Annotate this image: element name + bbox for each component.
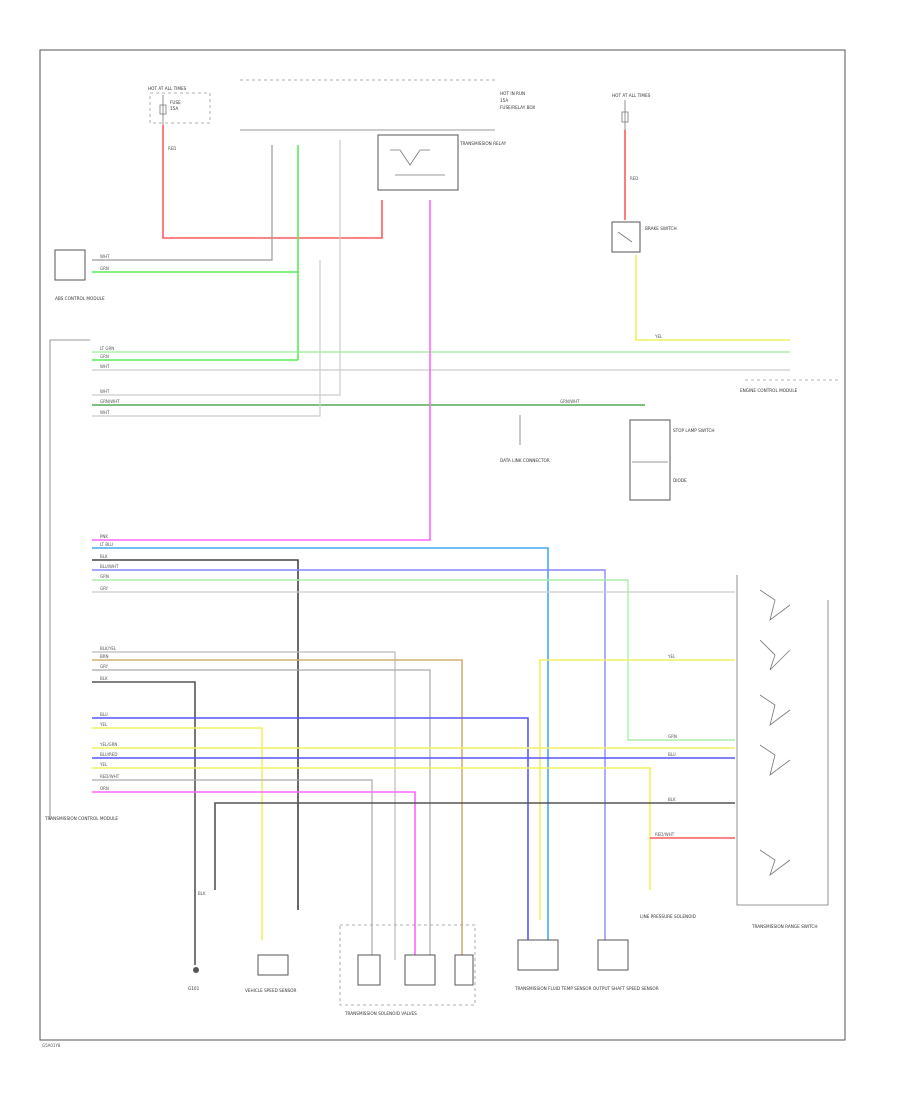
wire-yellow-brake	[635, 255, 790, 341]
wire-code-blured: BLU/RED	[100, 752, 117, 757]
output-speed-label: OUTPUT SHAFT SPEED SENSOR	[593, 986, 659, 991]
fuse-right-value: 15A	[500, 98, 508, 103]
wire-code-yel-3: YEL	[654, 334, 663, 339]
transmission-range-switch: TRANSMISSION RANGE SWITCH	[736, 575, 829, 929]
wire-code-bluwht: BLU/WHT	[100, 564, 119, 569]
wire-gray-5	[92, 779, 373, 960]
wire-blue-range	[92, 569, 606, 940]
hot-at-all-times-left-label: HOT AT ALL TIMES	[148, 86, 187, 91]
abs-module: ABS CONTROL MODULE	[54, 249, 105, 301]
wire-gray-4	[92, 260, 321, 417]
wire-code-blk-3: BLK	[668, 797, 676, 802]
footer-code: G5A01Y8	[42, 1043, 61, 1048]
wire-code-yel-2: YEL	[99, 762, 108, 767]
wire-blue-temp	[92, 717, 529, 940]
wire-code-yelgrn: YEL/GRN	[99, 742, 117, 747]
line-pressure-label: LINE PRESSURE SOLENOID	[640, 914, 696, 919]
fuse-block-right: HOT AT ALL TIMES BRAKE SWITCH	[611, 93, 677, 253]
line-pressure-solenoid: LINE PRESSURE SOLENOID	[640, 914, 696, 919]
output-shaft-sensor: OUTPUT SHAFT SPEED SENSOR	[593, 939, 659, 991]
abs-module-label: ABS CONTROL MODULE	[55, 296, 105, 301]
dlc-label: DATA LINK CONNECTOR	[500, 458, 550, 463]
wire-code-grnwht: GRN/WHT	[100, 399, 120, 404]
brake-switch-label: BRAKE SWITCH	[645, 226, 677, 231]
wire-code-redwht: RED/WHT	[100, 774, 120, 779]
hot-in-run-label: HOT IN RUN	[500, 91, 525, 96]
tcm-block: TRANSMISSION CONTROL MODULE	[44, 339, 118, 821]
wire-code-blk-1: BLK	[100, 554, 108, 559]
wire-code-gry-2: GRY	[100, 664, 109, 669]
wire-yellow-range	[539, 659, 735, 920]
wire-dark-ground	[92, 681, 196, 965]
wire-code-red-1: RED	[168, 146, 176, 151]
solenoid-valves-label: TRANSMISSION SOLENOID VALVES	[344, 1011, 417, 1016]
wire-code-wht-3: WHT	[100, 389, 110, 394]
range-switch-label: TRANSMISSION RANGE SWITCH	[751, 924, 818, 929]
block-title-label: FUSE/RELAY BOX	[500, 105, 535, 110]
ground-g101: G101	[188, 967, 200, 991]
ecm-label: ENGINE CONTROL MODULE	[740, 388, 798, 393]
tcm-label: TRANSMISSION CONTROL MODULE	[44, 816, 118, 821]
wire-darkgray	[92, 559, 299, 910]
wire-code-blk-2: BLK	[100, 676, 108, 681]
vehicle-speed-sensor: VEHICLE SPEED SENSOR	[245, 954, 297, 993]
wire-code-yel: YEL	[99, 722, 108, 727]
wire-code-ltblu: LT BLU	[100, 542, 113, 547]
fuse-left-label: FUSE	[170, 100, 181, 105]
solenoid-valves: TRANSMISSION SOLENOID VALVES	[339, 924, 476, 1016]
wire-gray-sol-2	[92, 669, 431, 960]
wire-code-blk-4: BLK	[198, 891, 206, 896]
diagram-frame	[39, 49, 846, 1041]
wire-dark-ground-2	[214, 802, 735, 890]
wire-code-yel-4: YEL	[667, 654, 676, 659]
wire-code-grn-4: GRN	[668, 734, 677, 739]
diode-label: DIODE	[673, 478, 687, 483]
wire-code-brn: BRN	[100, 654, 109, 659]
wire-code-red-2: RED	[630, 176, 638, 181]
wire-gray-sol-1	[92, 651, 396, 960]
wire-code-grnwht-2: GRN/WHT	[560, 399, 580, 404]
vss-label: VEHICLE SPEED SENSOR	[245, 988, 297, 993]
wire-code-blu-2: BLU	[668, 752, 676, 757]
stop-lamp-label: STOP LAMP SWITCH	[673, 428, 715, 433]
wire-code-ltgrn: LT GRN	[100, 346, 114, 351]
wire-pink-sol	[92, 791, 416, 960]
transmission-relay-label: TRANSMISSION RELAY	[459, 141, 507, 146]
data-link-connector: DATA LINK CONNECTOR	[500, 415, 550, 463]
fuse-left-value: 15A	[170, 106, 178, 111]
wire-code-grn-1: GRN	[100, 266, 109, 271]
trans-temp-label: TRANSMISSION FLUID TEMP SENSOR	[514, 986, 592, 991]
wire-code-grn-3: GRN	[100, 574, 109, 579]
wire-code-pnk: PNK	[100, 534, 108, 539]
hot-at-all-times-right-label: HOT AT ALL TIMES	[612, 93, 651, 98]
wire-gray-1	[92, 145, 273, 261]
stop-lamp-switch: STOP LAMP SWITCH DIODE	[629, 419, 715, 501]
wire-code-gry: GRY	[100, 586, 109, 591]
wire-code-blkyel: BLK/YEL	[100, 646, 117, 651]
wire-code-wht-4: WHT	[100, 410, 110, 415]
wire-lightblue	[92, 547, 549, 940]
wire-tan-sol	[92, 659, 463, 970]
wire-code-blu: BLU	[100, 712, 108, 717]
wire-yellow-3	[92, 767, 651, 890]
wire-code-wht-1: WHT	[100, 254, 110, 259]
fuse-block-left: HOT AT ALL TIMES FUSE 15A	[148, 86, 211, 125]
wire-gray-2	[92, 140, 341, 396]
fuse-relay-box: HOT IN RUN 15A FUSE/RELAY BOX TRANSMISSI…	[240, 79, 535, 191]
wire-code-wht-2: WHT	[100, 364, 110, 369]
wire-code-grn-2: GRN	[100, 354, 109, 359]
trans-temp-sensor: TRANSMISSION FLUID TEMP SENSOR	[514, 939, 592, 991]
wire-code-redwht-2: RED/WHT	[655, 832, 675, 837]
wire-yellow-vss	[92, 727, 263, 940]
wire-pink-relay	[92, 200, 431, 541]
wire-code-orn: ORN	[100, 786, 109, 791]
g101-label: G101	[188, 986, 200, 991]
